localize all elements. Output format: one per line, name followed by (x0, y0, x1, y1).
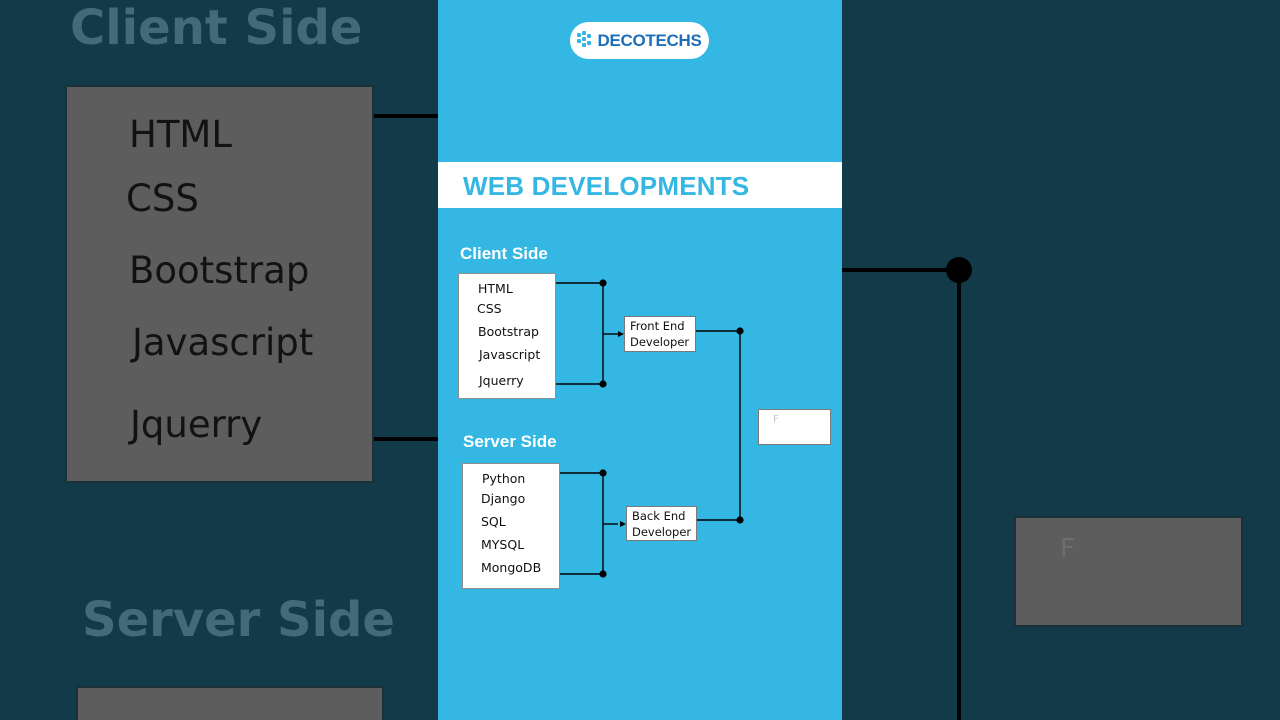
back-end-developer-box: Back End Developer (626, 506, 697, 541)
bg-client-item: Bootstrap (129, 249, 310, 292)
bg-final-box: F (1014, 516, 1243, 627)
connector-dot (736, 327, 744, 335)
brand-name: DECOTECHS (597, 30, 702, 50)
bg-connector (374, 437, 438, 441)
page-title: WEB DEVELOPMENTS (463, 171, 750, 201)
bg-client-item: Javascript (132, 321, 314, 364)
full-stack-developer-box: F (758, 409, 831, 445)
bg-server-list-box (76, 686, 384, 720)
role-label-line: Front End (630, 319, 685, 333)
bg-client-item: HTML (129, 113, 232, 156)
bg-connector (374, 114, 438, 118)
bg-server-side-title: Server Side (82, 592, 395, 648)
list-item: CSS (477, 301, 502, 316)
server-bracket-line (560, 472, 604, 575)
diagram-connectors (556, 279, 744, 578)
list-item: MongoDB (481, 560, 542, 575)
list-item: Javascript (479, 347, 541, 362)
connector-dot (599, 469, 607, 477)
bg-client-item: Jquerry (130, 403, 263, 446)
front-end-developer-box: Front End Developer (624, 316, 696, 352)
list-item: Bootstrap (478, 324, 539, 339)
server-side-list-box: Python Django SQL MYSQL MongoDB (462, 463, 560, 589)
roles-merge-line (696, 330, 741, 521)
pixel-logo-icon (577, 30, 595, 51)
brand-logo: DECOTECHS (570, 22, 709, 59)
list-item: Django (481, 491, 526, 506)
bg-connector (957, 270, 961, 720)
final-role-partial-text: F (773, 414, 779, 425)
connector-dot (599, 279, 607, 287)
role-label-line: Back End (632, 509, 686, 523)
list-item: Jquerry (479, 373, 524, 388)
connector-dot (599, 570, 607, 578)
connector-dot (736, 516, 744, 524)
list-item: SQL (481, 514, 506, 529)
client-side-title: Client Side (460, 244, 548, 263)
client-side-list-box: HTML CSS Bootstrap Javascript Jquerry (458, 273, 556, 399)
list-item: Python (482, 471, 526, 486)
web-development-card: DECOTECHS WEB DEVELOPMENTS Client Side H… (438, 0, 842, 720)
bg-final-glyph: F (1060, 534, 1075, 564)
server-side-title: Server Side (463, 432, 557, 451)
arrow-head-icon (618, 331, 624, 337)
bg-connector (842, 268, 960, 272)
role-label-line: Developer (632, 525, 692, 539)
client-bracket-line (556, 282, 604, 385)
bg-connector-dot (946, 257, 972, 283)
connector-dot (599, 380, 607, 388)
role-label-line: Developer (630, 335, 690, 349)
list-item: MYSQL (481, 537, 525, 552)
list-item: HTML (478, 281, 513, 296)
bg-client-item: CSS (126, 177, 199, 220)
bg-client-side-title: Client Side (70, 0, 363, 56)
bg-client-list-box: HTML CSS Bootstrap Javascript Jquerry (65, 85, 374, 483)
arrow-head-icon (620, 521, 626, 527)
title-banner: WEB DEVELOPMENTS (438, 162, 842, 208)
